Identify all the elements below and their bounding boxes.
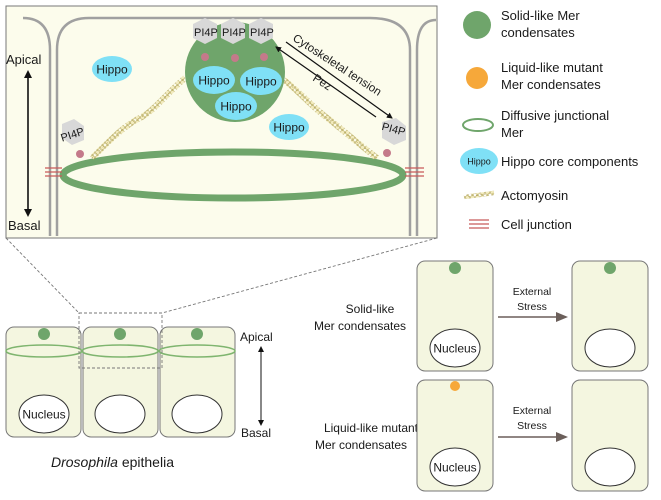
neighbor-cell-membrane-left — [22, 16, 52, 236]
legend-label: Mer — [501, 125, 524, 140]
nucleus-label: Nucleus — [433, 342, 476, 356]
legend-label: Cell junction — [501, 217, 572, 232]
external-stress-label: Stress — [517, 301, 547, 313]
solid-mer-condensate — [449, 262, 461, 274]
cytoskeletal-tension-arrow — [285, 41, 393, 119]
legend-label: Diffusive junctional — [501, 108, 609, 123]
detail-panel: Apical Basal PI4P PI4P PI4P — [5, 5, 438, 239]
junctional-mer-ring — [158, 344, 236, 358]
legend-label: Solid-like Mer — [501, 8, 580, 23]
cell-junction-right — [405, 167, 424, 177]
pi4p-right: PI4P — [380, 118, 407, 157]
legend-icon-cell-junction — [469, 219, 489, 229]
nucleus-label: Nucleus — [433, 461, 476, 475]
nucleus — [18, 394, 70, 434]
pi4p-label: PI4P — [222, 27, 246, 39]
actomyosin-right-outline — [283, 79, 378, 159]
diffusive-junctional-mer-ring — [59, 148, 407, 202]
zoom-projection-line-left — [5, 237, 80, 314]
nucleus — [584, 447, 636, 487]
legend: Solid-like Mer condensates Liquid-like m… — [460, 8, 639, 232]
pi4p-dot — [383, 149, 391, 157]
nucleus — [94, 394, 146, 434]
nucleus — [171, 394, 223, 434]
pi4p-dot — [231, 54, 239, 62]
pi4p-label: PI4P — [194, 27, 218, 39]
hippo-label: Hippo — [198, 74, 230, 88]
nucleus-label: Nucleus — [22, 408, 65, 422]
pez-arrow — [275, 46, 377, 118]
legend-label: Liquid-like mutant — [501, 60, 603, 75]
hippo-bubble — [240, 67, 282, 95]
external-stress-label: External — [513, 405, 552, 417]
legend-label: Actomyosin — [501, 188, 568, 203]
axis-label-basal: Basal — [241, 426, 271, 440]
pi4p-label: PI4P — [380, 121, 406, 139]
hippo-label: Hippo — [245, 75, 277, 89]
nucleus — [429, 447, 481, 487]
solid-mer-condensate — [185, 22, 285, 122]
pi4p-dot — [201, 53, 209, 61]
axis-label-basal: Basal — [8, 218, 41, 233]
legend-icon-hippo — [460, 148, 498, 174]
hippo-bubble — [215, 92, 257, 120]
legend-label: Hippo core components — [501, 154, 639, 169]
caption-species: Drosophila — [51, 454, 118, 470]
axis-label-apical: Apical — [240, 330, 273, 344]
hippo-bubble-free — [92, 56, 132, 82]
mer-condensate — [114, 328, 126, 340]
hippo-label: Hippo — [96, 63, 128, 77]
junctional-mer-ring — [81, 344, 159, 358]
pi4p-label: PI4P — [250, 27, 274, 39]
pi4p-dot — [76, 150, 84, 158]
legend-icon-liquid-mer — [466, 67, 488, 89]
legend-label: Mer condensates — [501, 77, 601, 92]
hippo-bubble-free — [269, 114, 309, 140]
external-stress-label: Stress — [517, 420, 547, 432]
axis-label-apical: Apical — [6, 52, 42, 67]
hippo-label: Hippo — [273, 121, 305, 135]
solid-mer-condensate — [604, 262, 616, 274]
epithelia-panel: Nucleus Apical Basal Drosophila epitheli… — [5, 312, 273, 470]
pi4p-left: PI4P — [59, 119, 86, 158]
pi4p-cluster: PI4P PI4P PI4P — [193, 18, 274, 62]
hippo-label: Hippo — [220, 100, 252, 114]
external-stress-label: External — [513, 286, 552, 298]
zoom-projection-line-right — [161, 237, 438, 314]
neighbor-cell-membrane-right — [415, 18, 437, 236]
legend-icon-diffusive-mer — [462, 118, 494, 132]
liquid-mer-condensate — [450, 381, 460, 391]
caption-rest: epithelia — [118, 454, 174, 470]
zoom-region-box — [78, 312, 163, 369]
comparison-panel: Solid-like Mer condensates Nucleus Exter… — [314, 260, 649, 492]
row-label-solid: Mer condensates — [314, 319, 406, 333]
epithelia-caption: Drosophila epithelia — [51, 454, 174, 470]
pi4p-dot — [260, 53, 268, 61]
row-label-liquid: Liquid-like mutant — [324, 421, 419, 435]
legend-hippo-icon-text: Hippo — [467, 157, 491, 167]
row-label-solid: Solid-like — [346, 302, 395, 316]
legend-icon-actomyosin-outline — [463, 192, 495, 198]
row-label-liquid: Mer condensates — [315, 438, 407, 452]
mer-condensate — [38, 328, 50, 340]
legend-icon-solid-mer — [463, 11, 491, 39]
legend-label: condensates — [501, 25, 575, 40]
cell-junction-left — [45, 167, 62, 177]
cell-membrane — [55, 16, 412, 236]
nucleus — [429, 328, 481, 368]
actomyosin-left-outline — [91, 77, 186, 159]
mer-condensate — [191, 328, 203, 340]
hippo-bubble — [193, 66, 235, 94]
nucleus — [584, 328, 636, 368]
